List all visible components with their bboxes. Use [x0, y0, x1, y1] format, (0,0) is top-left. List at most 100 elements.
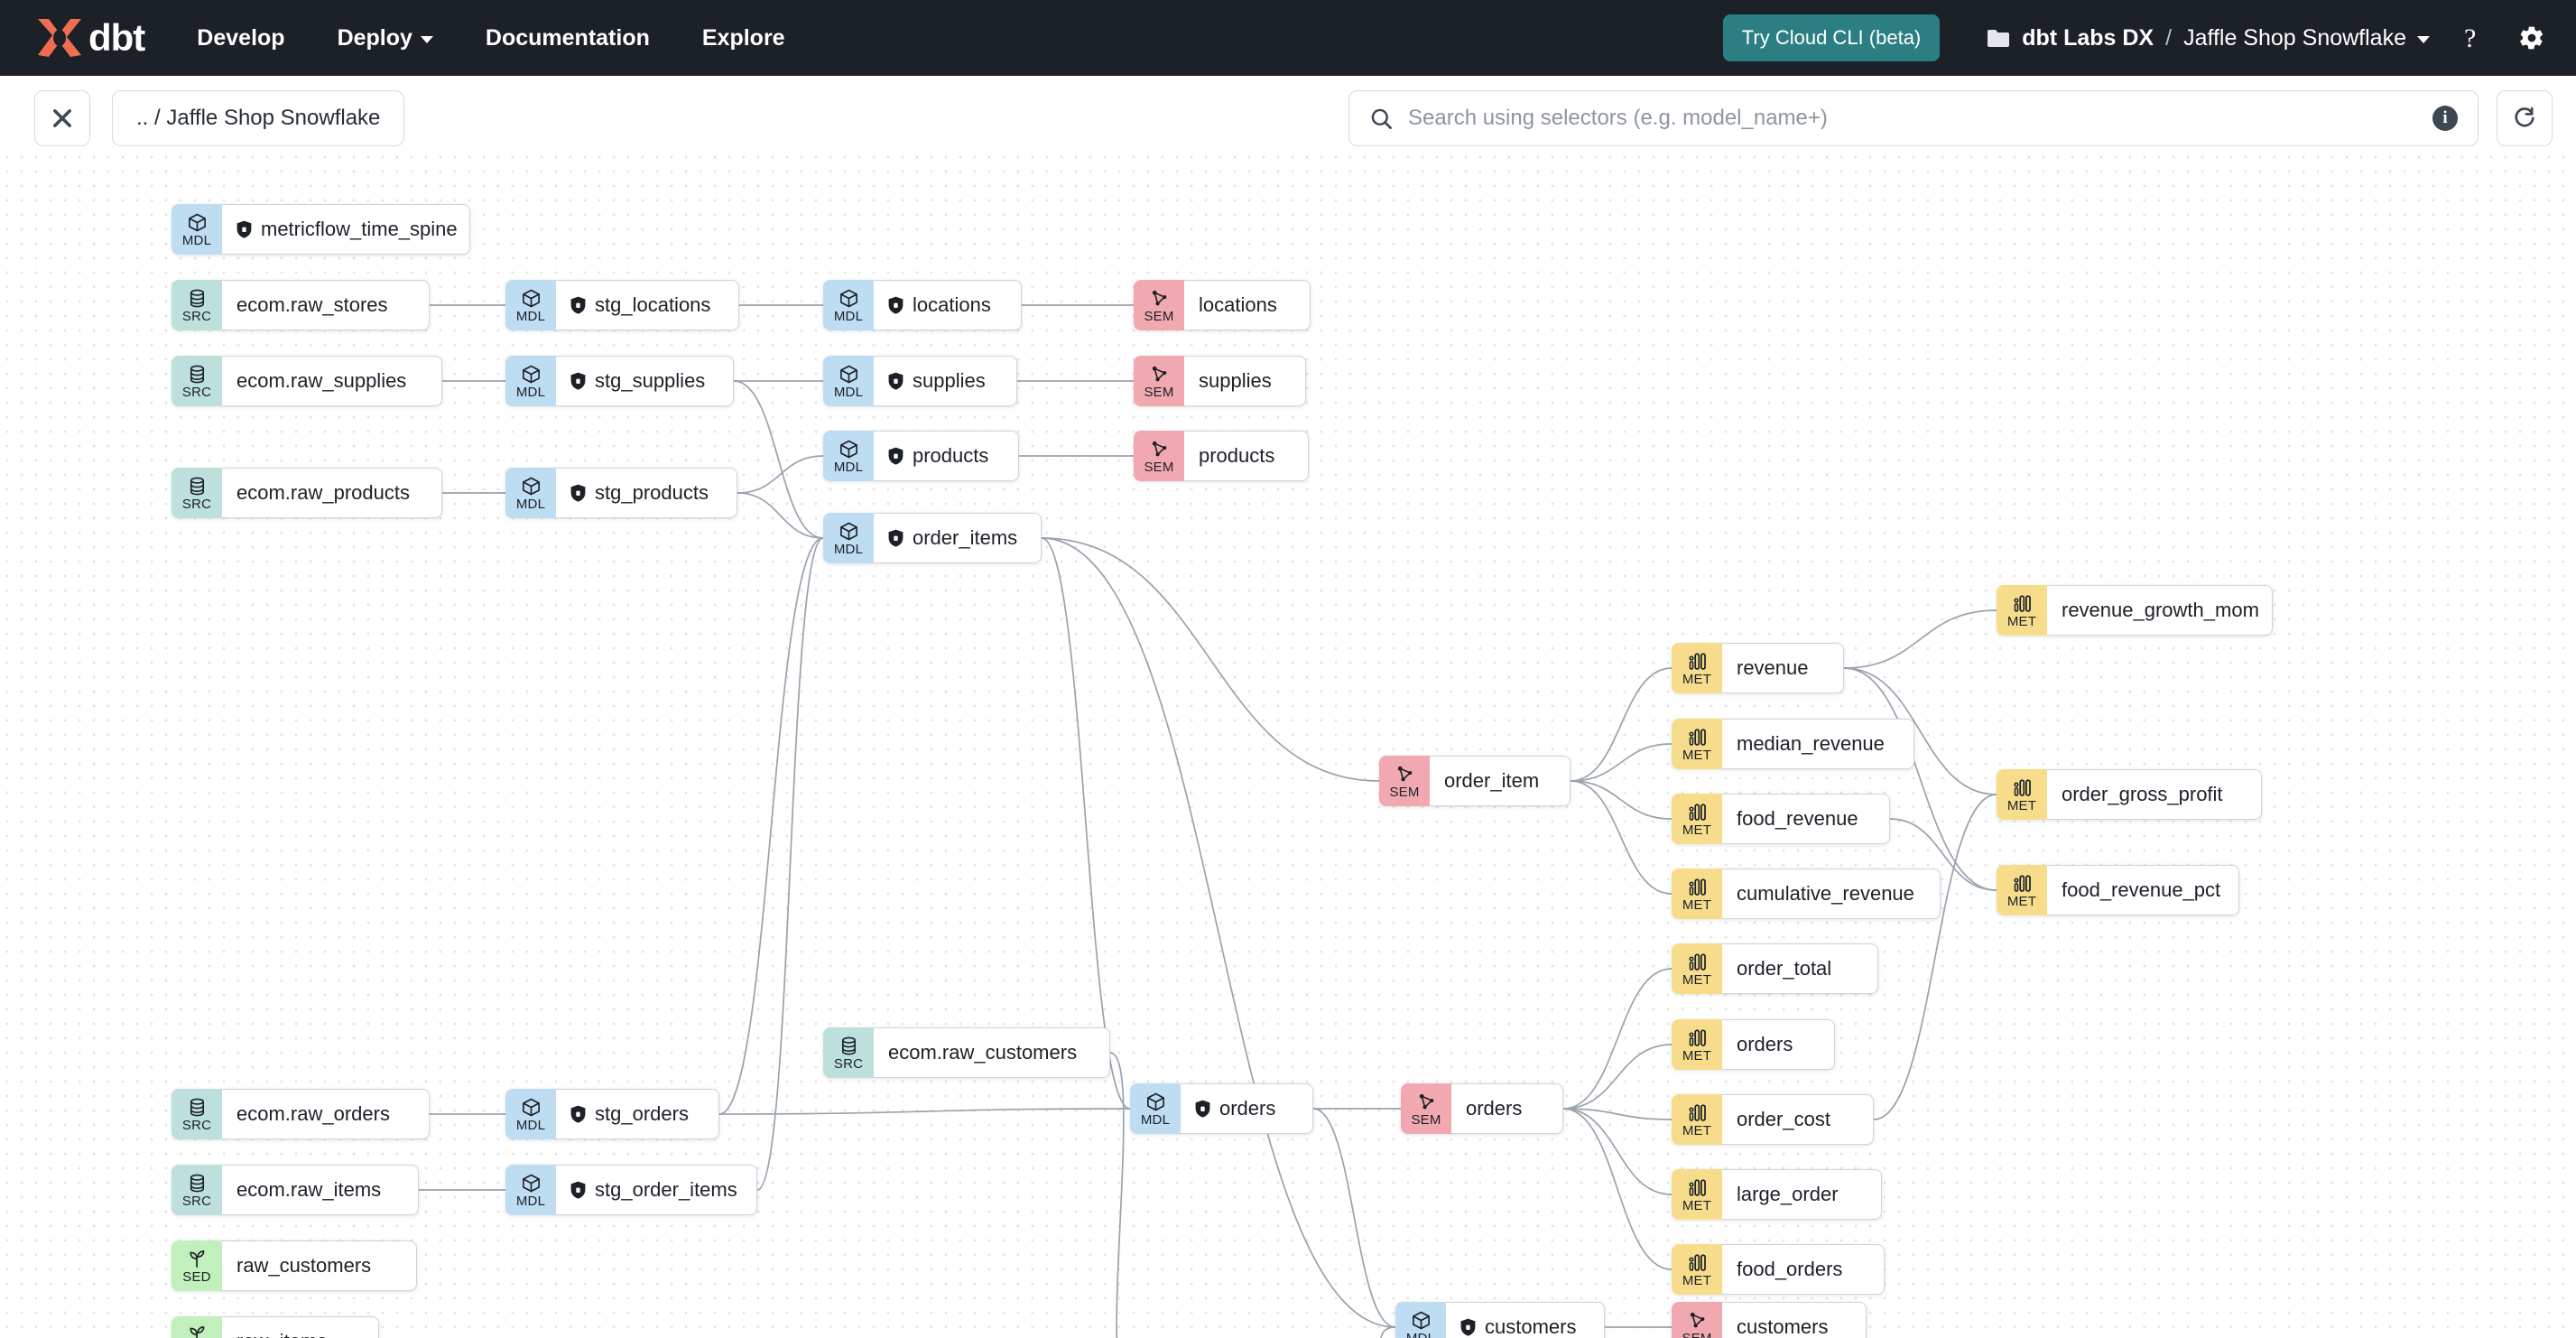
node-type-code: MDL — [515, 385, 546, 400]
dbt-logo[interactable]: dbt — [34, 15, 145, 60]
node-type-code: SRC — [181, 309, 212, 324]
graph-node-stg_supplies[interactable]: MDL stg_supplies — [505, 356, 734, 406]
node-label: food_orders — [1737, 1258, 1843, 1280]
search-info-icon[interactable]: i — [2432, 106, 2458, 131]
seedling-icon — [189, 1250, 204, 1268]
chevron-down-icon — [420, 36, 433, 43]
node-body: orders — [1181, 1083, 1313, 1134]
nav-item-deploy[interactable]: Deploy — [338, 25, 433, 51]
node-type-icon — [187, 1248, 208, 1269]
search-bar[interactable]: i — [1348, 90, 2479, 146]
node-label: locations — [913, 293, 991, 316]
node-type-code: MDL — [833, 542, 864, 557]
lineage-edge — [1562, 1108, 1673, 1195]
node-type-icon — [1411, 1309, 1432, 1331]
graph-node-locations[interactable]: MDL locations — [823, 280, 1022, 330]
node-label: revenue — [1737, 656, 1809, 679]
breadcrumb-account[interactable]: dbt Labs DX — [2022, 24, 2154, 51]
refresh-button[interactable] — [2497, 90, 2553, 146]
node-type-badge-sem: SEM — [1379, 756, 1430, 806]
node-type-icon — [521, 1096, 542, 1118]
node-type-icon — [1687, 1101, 1708, 1123]
lineage-edge — [1843, 609, 1997, 669]
node-type-badge-met: MET — [1997, 585, 2047, 636]
bar-chart-icon — [1688, 729, 1706, 746]
breadcrumb-project-dropdown[interactable]: Jaffle Shop Snowflake — [2183, 25, 2430, 51]
help-button[interactable]: ? — [2462, 23, 2486, 53]
node-type-icon — [187, 1324, 208, 1338]
bar-chart-icon — [1688, 653, 1706, 670]
folder-icon — [1988, 29, 2010, 47]
nav-item-explore[interactable]: Explore — [702, 25, 785, 51]
close-lineage-button[interactable] — [34, 90, 90, 146]
shield-lock-icon — [570, 484, 586, 502]
node-type-icon — [521, 1172, 542, 1194]
lineage-edge — [718, 1108, 1131, 1115]
node-type-code: SRC — [181, 385, 212, 400]
settings-button[interactable] — [2518, 24, 2545, 51]
node-label: customers — [1737, 1315, 1829, 1338]
lineage-edge — [1843, 667, 1997, 891]
shield-lock-icon — [888, 372, 903, 390]
node-body: raw_customers — [222, 1240, 417, 1291]
network-graph-icon — [1152, 366, 1166, 382]
search-input[interactable] — [1408, 106, 2432, 131]
bar-chart-icon — [1688, 1179, 1706, 1196]
breadcrumb-path-chip[interactable]: .. / Jaffle Shop Snowflake — [112, 90, 405, 146]
node-type-code: MET — [2006, 894, 2037, 909]
shield-lock-icon — [888, 447, 903, 465]
node-type-code: MDL — [833, 309, 864, 324]
node-type-badge-sem: SEM — [1401, 1083, 1451, 1134]
seedling-icon — [189, 1326, 204, 1338]
node-type-code: SRC — [181, 497, 212, 512]
nav-item-explore-label: Explore — [701, 24, 785, 51]
nav-item-documentation[interactable]: Documentation — [486, 25, 650, 51]
node-type-badge-mdl: MDL — [823, 280, 874, 330]
node-type-code: MET — [1682, 1198, 1712, 1213]
graph-node-customers_mdl[interactable]: MDLcustomers — [1395, 1302, 1605, 1338]
node-type-code: MDL — [833, 460, 864, 475]
node-label: stg_supplies — [595, 369, 706, 392]
try-cloud-cli-button[interactable]: Try Cloud CLI (beta) — [1722, 14, 1941, 61]
node-type-icon — [839, 520, 859, 542]
nav-item-develop[interactable]: Develop — [197, 25, 284, 51]
node-label: orders — [1737, 1033, 1793, 1055]
graph-node-sem_customers[interactable]: SEMcustomers — [1672, 1302, 1867, 1338]
lineage-toolbar: .. / Jaffle Shop Snowflake i — [0, 76, 2576, 150]
